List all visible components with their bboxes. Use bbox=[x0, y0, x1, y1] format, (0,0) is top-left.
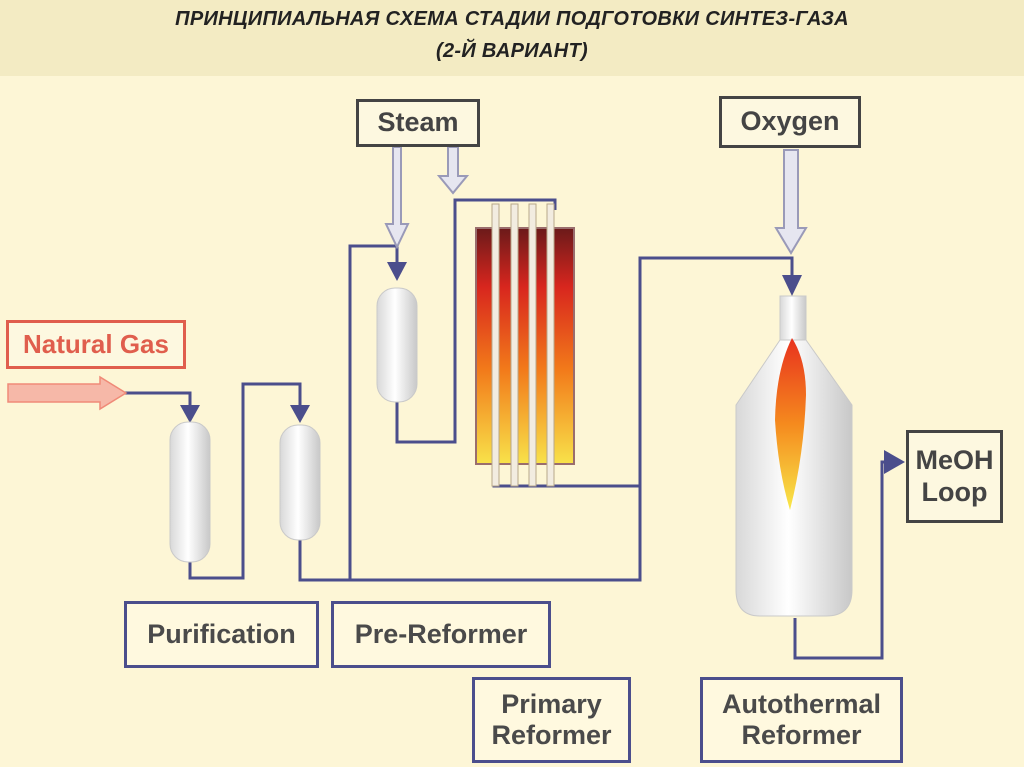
pipe-prereformer-to-primary bbox=[395, 198, 557, 444]
second-vessel bbox=[279, 424, 321, 541]
purification-label: Purification bbox=[124, 601, 319, 668]
arrowhead-atr-icon bbox=[782, 275, 802, 296]
title-bar: ПРИНЦИПИАЛЬНАЯ СХЕМА СТАДИИ ПОДГОТОВКИ С… bbox=[0, 0, 1024, 78]
arrowhead-meoh-icon bbox=[884, 450, 905, 474]
oxygen-arrow-icon bbox=[774, 149, 808, 255]
primary-reformer-line2: Reformer bbox=[491, 720, 612, 750]
primary-reformer-furnace bbox=[475, 203, 575, 487]
primary-reformer-line1: Primary bbox=[501, 688, 602, 719]
primary-reformer-label: Primary Reformer bbox=[472, 677, 631, 763]
small-vessels bbox=[169, 287, 418, 563]
flame-icon bbox=[775, 338, 806, 510]
arrowhead-vessel2-icon bbox=[290, 405, 310, 423]
autothermal-reformer-vessel bbox=[735, 295, 853, 617]
pipe-branch-to-prereformer bbox=[348, 244, 399, 580]
arrowhead-prereformer-icon bbox=[387, 262, 407, 281]
steam-arrow-1-icon bbox=[384, 146, 410, 250]
purification-vessel bbox=[169, 421, 211, 563]
autothermal-reformer-line2: Reformer bbox=[741, 720, 862, 750]
pipe-ng-to-purification bbox=[125, 391, 192, 406]
oxygen-label: Oxygen bbox=[719, 96, 861, 148]
steam-arrows bbox=[384, 146, 808, 255]
page-title: ПРИНЦИПИАЛЬНАЯ СХЕМА СТАДИИ ПОДГОТОВКИ С… bbox=[175, 8, 849, 30]
natural-gas-label: Natural Gas bbox=[6, 320, 186, 369]
pre-reformer-vessel bbox=[376, 287, 418, 403]
steam-label: Steam bbox=[356, 99, 480, 147]
meoh-loop-line2: Loop bbox=[921, 476, 988, 507]
page-subtitle: (2-Й ВАРИАНТ) bbox=[436, 40, 588, 62]
pipe-purification-to-vessel2 bbox=[188, 382, 302, 580]
natural-gas-arrow-icon bbox=[7, 375, 128, 411]
pre-reformer-label: Pre-Reformer bbox=[331, 601, 551, 668]
arrowhead-purification-icon bbox=[180, 405, 200, 423]
autothermal-reformer-label: Autothermal Reformer bbox=[700, 677, 903, 763]
flow-arrowheads bbox=[180, 262, 905, 474]
autothermal-reformer-line1: Autothermal bbox=[721, 688, 881, 719]
pipe-vessel2-to-prereformer bbox=[298, 256, 794, 582]
meoh-loop-label: MeOH Loop bbox=[906, 430, 1003, 523]
steam-arrow-2-icon bbox=[436, 146, 470, 195]
meoh-loop-line1: MeOH bbox=[915, 445, 994, 476]
